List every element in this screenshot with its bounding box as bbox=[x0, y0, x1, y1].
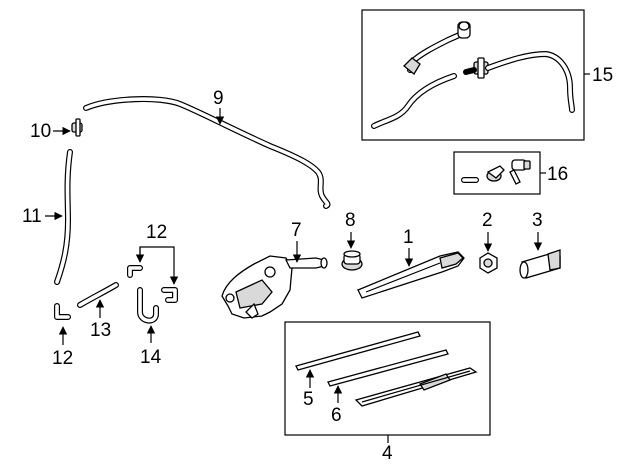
u-hose-part-14 bbox=[137, 287, 159, 324]
callout-1: 1 bbox=[403, 227, 414, 248]
callout-12-lower: 12 bbox=[52, 348, 73, 369]
wiper-motor-part-7 bbox=[221, 255, 328, 319]
callout-14: 14 bbox=[140, 347, 162, 368]
wiper-blade-part-4 bbox=[354, 367, 478, 407]
connector-part-10 bbox=[71, 118, 83, 137]
blade-insert-part-5 bbox=[295, 331, 421, 371]
wiper-arm-part-1 bbox=[357, 251, 465, 299]
callout-5: 5 bbox=[303, 389, 314, 410]
nozzle-kit-part-16 bbox=[461, 159, 531, 185]
elbow-part-12-lower-left bbox=[54, 303, 71, 320]
callout-8: 8 bbox=[345, 210, 356, 231]
callout-7: 7 bbox=[291, 220, 302, 241]
nut-part-2 bbox=[479, 252, 498, 274]
callout-2: 2 bbox=[482, 210, 493, 231]
callout-11: 11 bbox=[22, 206, 42, 227]
washer-hose-part-9 bbox=[83, 96, 331, 209]
callout-6: 6 bbox=[331, 405, 342, 426]
box-part-15 bbox=[361, 9, 585, 141]
grommet-part-8 bbox=[341, 250, 363, 271]
callout-4: 4 bbox=[382, 443, 393, 464]
hose-kit-part-15 bbox=[371, 21, 575, 129]
leader-12-upper bbox=[139, 246, 179, 285]
hose-part-13 bbox=[77, 282, 119, 308]
callout-16: 16 bbox=[547, 164, 568, 185]
callout-12-upper: 12 bbox=[146, 222, 167, 243]
cap-part-3 bbox=[519, 249, 561, 279]
blade-refill-part-6 bbox=[327, 349, 449, 387]
callout-13: 13 bbox=[90, 320, 111, 341]
callout-9: 9 bbox=[213, 88, 224, 109]
callout-15: 15 bbox=[592, 65, 613, 86]
hose-part-11 bbox=[54, 149, 73, 285]
callout-3: 3 bbox=[532, 210, 543, 231]
box-part-4 bbox=[284, 321, 491, 436]
callout-10: 10 bbox=[30, 121, 51, 142]
elbow-part-12-upper-right bbox=[161, 287, 178, 303]
elbow-part-12-upper-left bbox=[127, 265, 143, 278]
